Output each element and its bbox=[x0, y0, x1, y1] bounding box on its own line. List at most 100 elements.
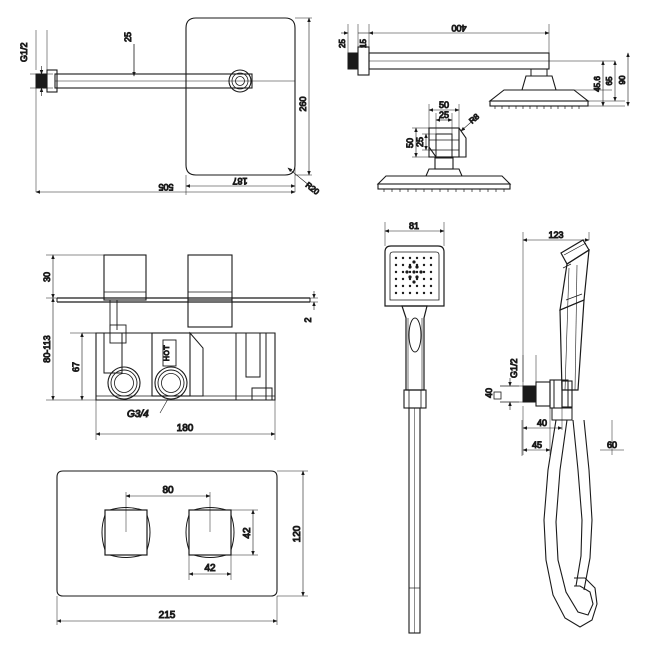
dim-valve-g34: G3/4 bbox=[127, 398, 169, 421]
hand-shower-handle bbox=[401, 305, 428, 409]
dim-head-65: 65 bbox=[605, 60, 617, 102]
dim-label-65: 65 bbox=[605, 76, 614, 85]
dim-detail-50-w: 50 bbox=[428, 100, 460, 112]
dim-label-25-width: 25 bbox=[439, 110, 449, 120]
dim-plate-80: 80 bbox=[125, 485, 211, 498]
holder-hose bbox=[543, 419, 598, 628]
swivel-joint-block bbox=[428, 127, 467, 159]
dim-label-g12-holder: G1/2 bbox=[509, 358, 519, 378]
dim-label-25-flange: 25 bbox=[338, 39, 347, 48]
shower-holder-bracket bbox=[551, 379, 573, 421]
dim-holder-45: 45 bbox=[522, 440, 551, 452]
hand-shower-head bbox=[384, 245, 445, 307]
dim-detail-50-h: 50 bbox=[405, 127, 418, 158]
dim-label-42-height: 42 bbox=[242, 527, 253, 539]
view-ceiling-arm: 400 25 15 45.6 65 90 bbox=[338, 23, 630, 109]
dim-detail-25-h: 25 bbox=[415, 133, 428, 151]
valve-inlet-ports bbox=[107, 366, 188, 400]
dim-valve-depth: 80-113 bbox=[42, 297, 55, 401]
dim-head-456: 45.6 bbox=[593, 60, 605, 107]
dim-label-25-height: 25 bbox=[415, 137, 425, 147]
dim-label-123: 123 bbox=[548, 230, 563, 240]
dim-label-45: 45 bbox=[532, 440, 542, 450]
dim-label-215: 215 bbox=[159, 610, 176, 621]
detail-head-neck bbox=[425, 156, 463, 177]
dim-valve-67: 67 bbox=[71, 332, 84, 401]
wall-outlet-flange bbox=[522, 379, 573, 409]
dim-label-400: 400 bbox=[451, 23, 466, 33]
rain-head-body bbox=[488, 89, 590, 109]
hand-shower-hose bbox=[408, 407, 421, 634]
rain-head-nozzles bbox=[494, 106, 580, 109]
hand-shower-nozzles bbox=[394, 256, 433, 295]
dim-label-r20: R20 bbox=[304, 180, 322, 196]
dim-label-67: 67 bbox=[71, 362, 81, 372]
dim-holder-square40: 40 bbox=[484, 388, 502, 400]
extension-lines-2 bbox=[347, 24, 625, 107]
arm-swivel-joint bbox=[228, 69, 252, 93]
dim-plate-120: 120 bbox=[292, 470, 305, 597]
detail-rain-head bbox=[376, 175, 512, 192]
dim-head-90: 90 bbox=[618, 52, 630, 107]
dim-valve-30: 30 bbox=[42, 254, 55, 299]
view-wall-arm-front: G1/2 25 260 187 505 R20 bbox=[19, 17, 322, 197]
hot-marker-plate: HOT bbox=[162, 339, 177, 367]
dim-label-50-height: 50 bbox=[405, 138, 415, 148]
dim-flange-25: 25 bbox=[338, 31, 349, 49]
ceiling-arm-body bbox=[368, 52, 550, 70]
dim-hand-shower-81: 81 bbox=[384, 221, 445, 233]
dim-label-square-40: 40 bbox=[484, 388, 494, 398]
handshower-in-holder bbox=[559, 239, 590, 391]
dim-holder-40: 40 bbox=[522, 418, 563, 430]
view-hand-shower: 81 bbox=[384, 221, 445, 634]
dim-label-40: 40 bbox=[537, 418, 547, 428]
shower-arm-body bbox=[35, 69, 253, 93]
dim-holder-60: 60 bbox=[600, 440, 624, 451]
rain-head-swivel bbox=[521, 68, 557, 91]
dim-valve-plate-2: 2 bbox=[303, 291, 316, 323]
dim-label-187: 187 bbox=[232, 176, 247, 186]
dim-arm-400: 400 bbox=[368, 23, 550, 35]
dim-label-505: 505 bbox=[158, 182, 173, 192]
valve-handle-left bbox=[103, 254, 147, 301]
extension-lines-6 bbox=[384, 222, 445, 246]
dim-detail-r8: R8 bbox=[460, 111, 482, 132]
dim-label-260: 260 bbox=[298, 96, 308, 111]
dim-label-50-width: 50 bbox=[439, 100, 449, 110]
dim-overall-505: 505 bbox=[35, 182, 296, 194]
arm-wall-flange bbox=[347, 46, 370, 76]
dim-wall-arm-thread: G1/2 bbox=[19, 42, 53, 96]
dim-valve-180: 180 bbox=[95, 423, 276, 436]
dim-label-2: 2 bbox=[303, 317, 313, 322]
dim-radius-r20: R20 bbox=[287, 167, 322, 197]
dim-label-60: 60 bbox=[607, 440, 617, 450]
dim-detail-25-w: 25 bbox=[435, 110, 453, 122]
view-face-plate: 80 42 42 120 215 bbox=[56, 470, 308, 625]
hot-label: HOT bbox=[164, 345, 171, 362]
dim-label-15: 15 bbox=[359, 39, 368, 48]
dim-plate-187: 187 bbox=[185, 176, 296, 188]
view-shower-holder: 123 G1/2 40 40 45 60 bbox=[484, 230, 624, 628]
detail-head-nozzles bbox=[383, 189, 505, 192]
dim-flange-15: 15 bbox=[358, 32, 369, 49]
dim-plate-260: 260 bbox=[298, 17, 311, 176]
hand-shower-center-jets bbox=[405, 260, 423, 284]
dim-plate-42-h: 42 bbox=[242, 509, 255, 556]
dim-label-90: 90 bbox=[618, 75, 627, 84]
dim-label-25-arm: 25 bbox=[123, 32, 133, 42]
valve-handle-right bbox=[187, 254, 233, 328]
dim-label-42-width: 42 bbox=[204, 563, 216, 574]
extension-lines bbox=[35, 17, 312, 195]
wall-plate-outline bbox=[185, 17, 296, 176]
dim-holder-123: 123 bbox=[522, 230, 590, 242]
dim-label-120: 120 bbox=[292, 525, 303, 542]
dim-label-45-6: 45.6 bbox=[593, 76, 602, 92]
dim-holder-g12: G1/2 bbox=[500, 358, 520, 410]
dim-label-80: 80 bbox=[162, 485, 174, 496]
valve-spindles bbox=[109, 300, 127, 344]
dim-label-80-113: 80-113 bbox=[42, 335, 52, 362]
dim-arm-25: 25 bbox=[123, 31, 136, 77]
view-head-detail: 50 25 50 25 R8 bbox=[376, 100, 512, 192]
